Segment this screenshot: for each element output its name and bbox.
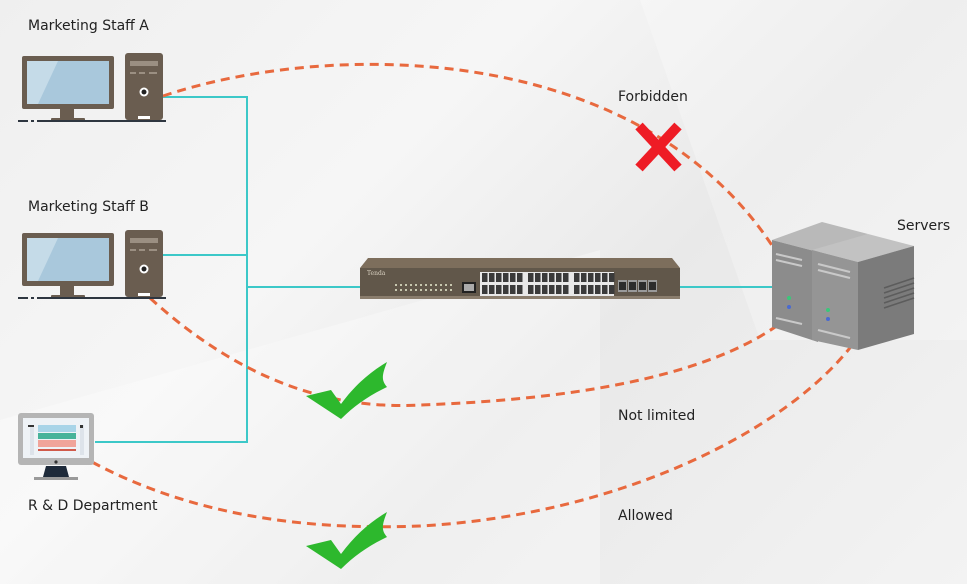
switch-ports bbox=[482, 273, 615, 294]
switch-port bbox=[549, 273, 555, 282]
switch-port bbox=[563, 273, 569, 282]
traffic-paths bbox=[91, 62, 858, 529]
staff-a-label: Marketing Staff A bbox=[28, 18, 149, 34]
switch-port bbox=[595, 273, 601, 282]
switch-brand-logo: Tenda bbox=[367, 270, 386, 277]
switch-port bbox=[563, 285, 569, 294]
switch-port bbox=[517, 273, 523, 282]
servers-icon bbox=[772, 222, 915, 350]
switch-port bbox=[609, 285, 615, 294]
switch-port bbox=[574, 285, 580, 294]
computer-staff-a-icon bbox=[18, 53, 166, 122]
switch-port bbox=[581, 285, 587, 294]
switch-port bbox=[503, 273, 509, 282]
switch-port bbox=[503, 285, 509, 294]
switch-port bbox=[609, 273, 615, 282]
switch-port bbox=[542, 273, 548, 282]
rd-label: R & D Department bbox=[28, 498, 158, 514]
staff-b-label: Marketing Staff B bbox=[28, 199, 149, 215]
switch-port bbox=[535, 273, 541, 282]
not-limited-check-icon bbox=[306, 362, 387, 419]
forbidden-x-icon bbox=[635, 122, 682, 172]
servers-label: Servers bbox=[897, 218, 951, 234]
path-forbidden bbox=[162, 62, 777, 251]
switch-port bbox=[535, 285, 541, 294]
not-limited-label: Not limited bbox=[618, 408, 696, 424]
switch-port bbox=[602, 285, 608, 294]
rd-monitor-icon bbox=[18, 413, 94, 480]
switch-port bbox=[482, 273, 488, 282]
switch-port bbox=[581, 273, 587, 282]
allowed-label: Allowed bbox=[618, 508, 673, 524]
forbidden-label: Forbidden bbox=[618, 89, 688, 105]
switch-port bbox=[510, 285, 516, 294]
switch-port bbox=[595, 285, 601, 294]
switch-port bbox=[528, 273, 534, 282]
network-links bbox=[95, 96, 776, 443]
switch-port bbox=[588, 273, 594, 282]
background-facet bbox=[0, 250, 600, 584]
path-allowed bbox=[91, 339, 858, 529]
switch-port bbox=[482, 285, 488, 294]
link-staff-a bbox=[95, 96, 248, 443]
switch-port bbox=[489, 285, 495, 294]
path-not-limited bbox=[148, 296, 779, 408]
computer-staff-b-icon bbox=[18, 230, 166, 299]
switch-port bbox=[588, 285, 594, 294]
switch-port bbox=[542, 285, 548, 294]
switch-port bbox=[574, 273, 580, 282]
switch-port bbox=[528, 285, 534, 294]
switch-port bbox=[602, 273, 608, 282]
switch-port bbox=[549, 285, 555, 294]
switch-port bbox=[556, 273, 562, 282]
allowed-check-icon bbox=[306, 512, 387, 569]
switch-port bbox=[510, 273, 516, 282]
switch-port bbox=[517, 285, 523, 294]
switch-icon bbox=[360, 258, 680, 299]
switch-port bbox=[556, 285, 562, 294]
switch-port bbox=[489, 273, 495, 282]
switch-port bbox=[496, 273, 502, 282]
switch-port bbox=[496, 285, 502, 294]
